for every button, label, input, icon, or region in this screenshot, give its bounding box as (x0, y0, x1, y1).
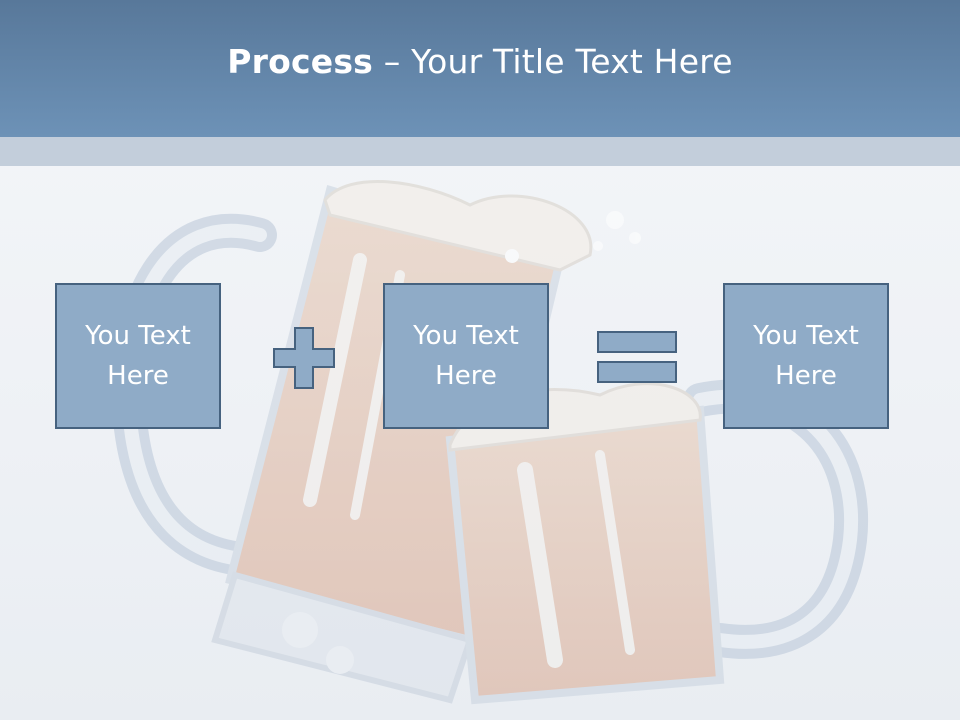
slide-title: Process – Your Title Text Here (227, 45, 733, 78)
process-box-1[interactable]: You Text Here (55, 283, 221, 429)
process-box-3-text: You Text Here (753, 321, 859, 391)
title-rest: – Your Title Text Here (373, 42, 733, 81)
title-underline-strip (0, 137, 960, 166)
process-box-2[interactable]: You Text Here (383, 283, 549, 429)
equals-icon (597, 331, 677, 383)
process-box-1-text: You Text Here (85, 321, 191, 391)
title-strong: Process (227, 42, 374, 81)
title-bar: Process – Your Title Text Here (0, 0, 960, 137)
process-box-3[interactable]: You Text Here (723, 283, 889, 429)
plus-icon (273, 327, 335, 389)
process-box-2-text: You Text Here (413, 321, 519, 391)
